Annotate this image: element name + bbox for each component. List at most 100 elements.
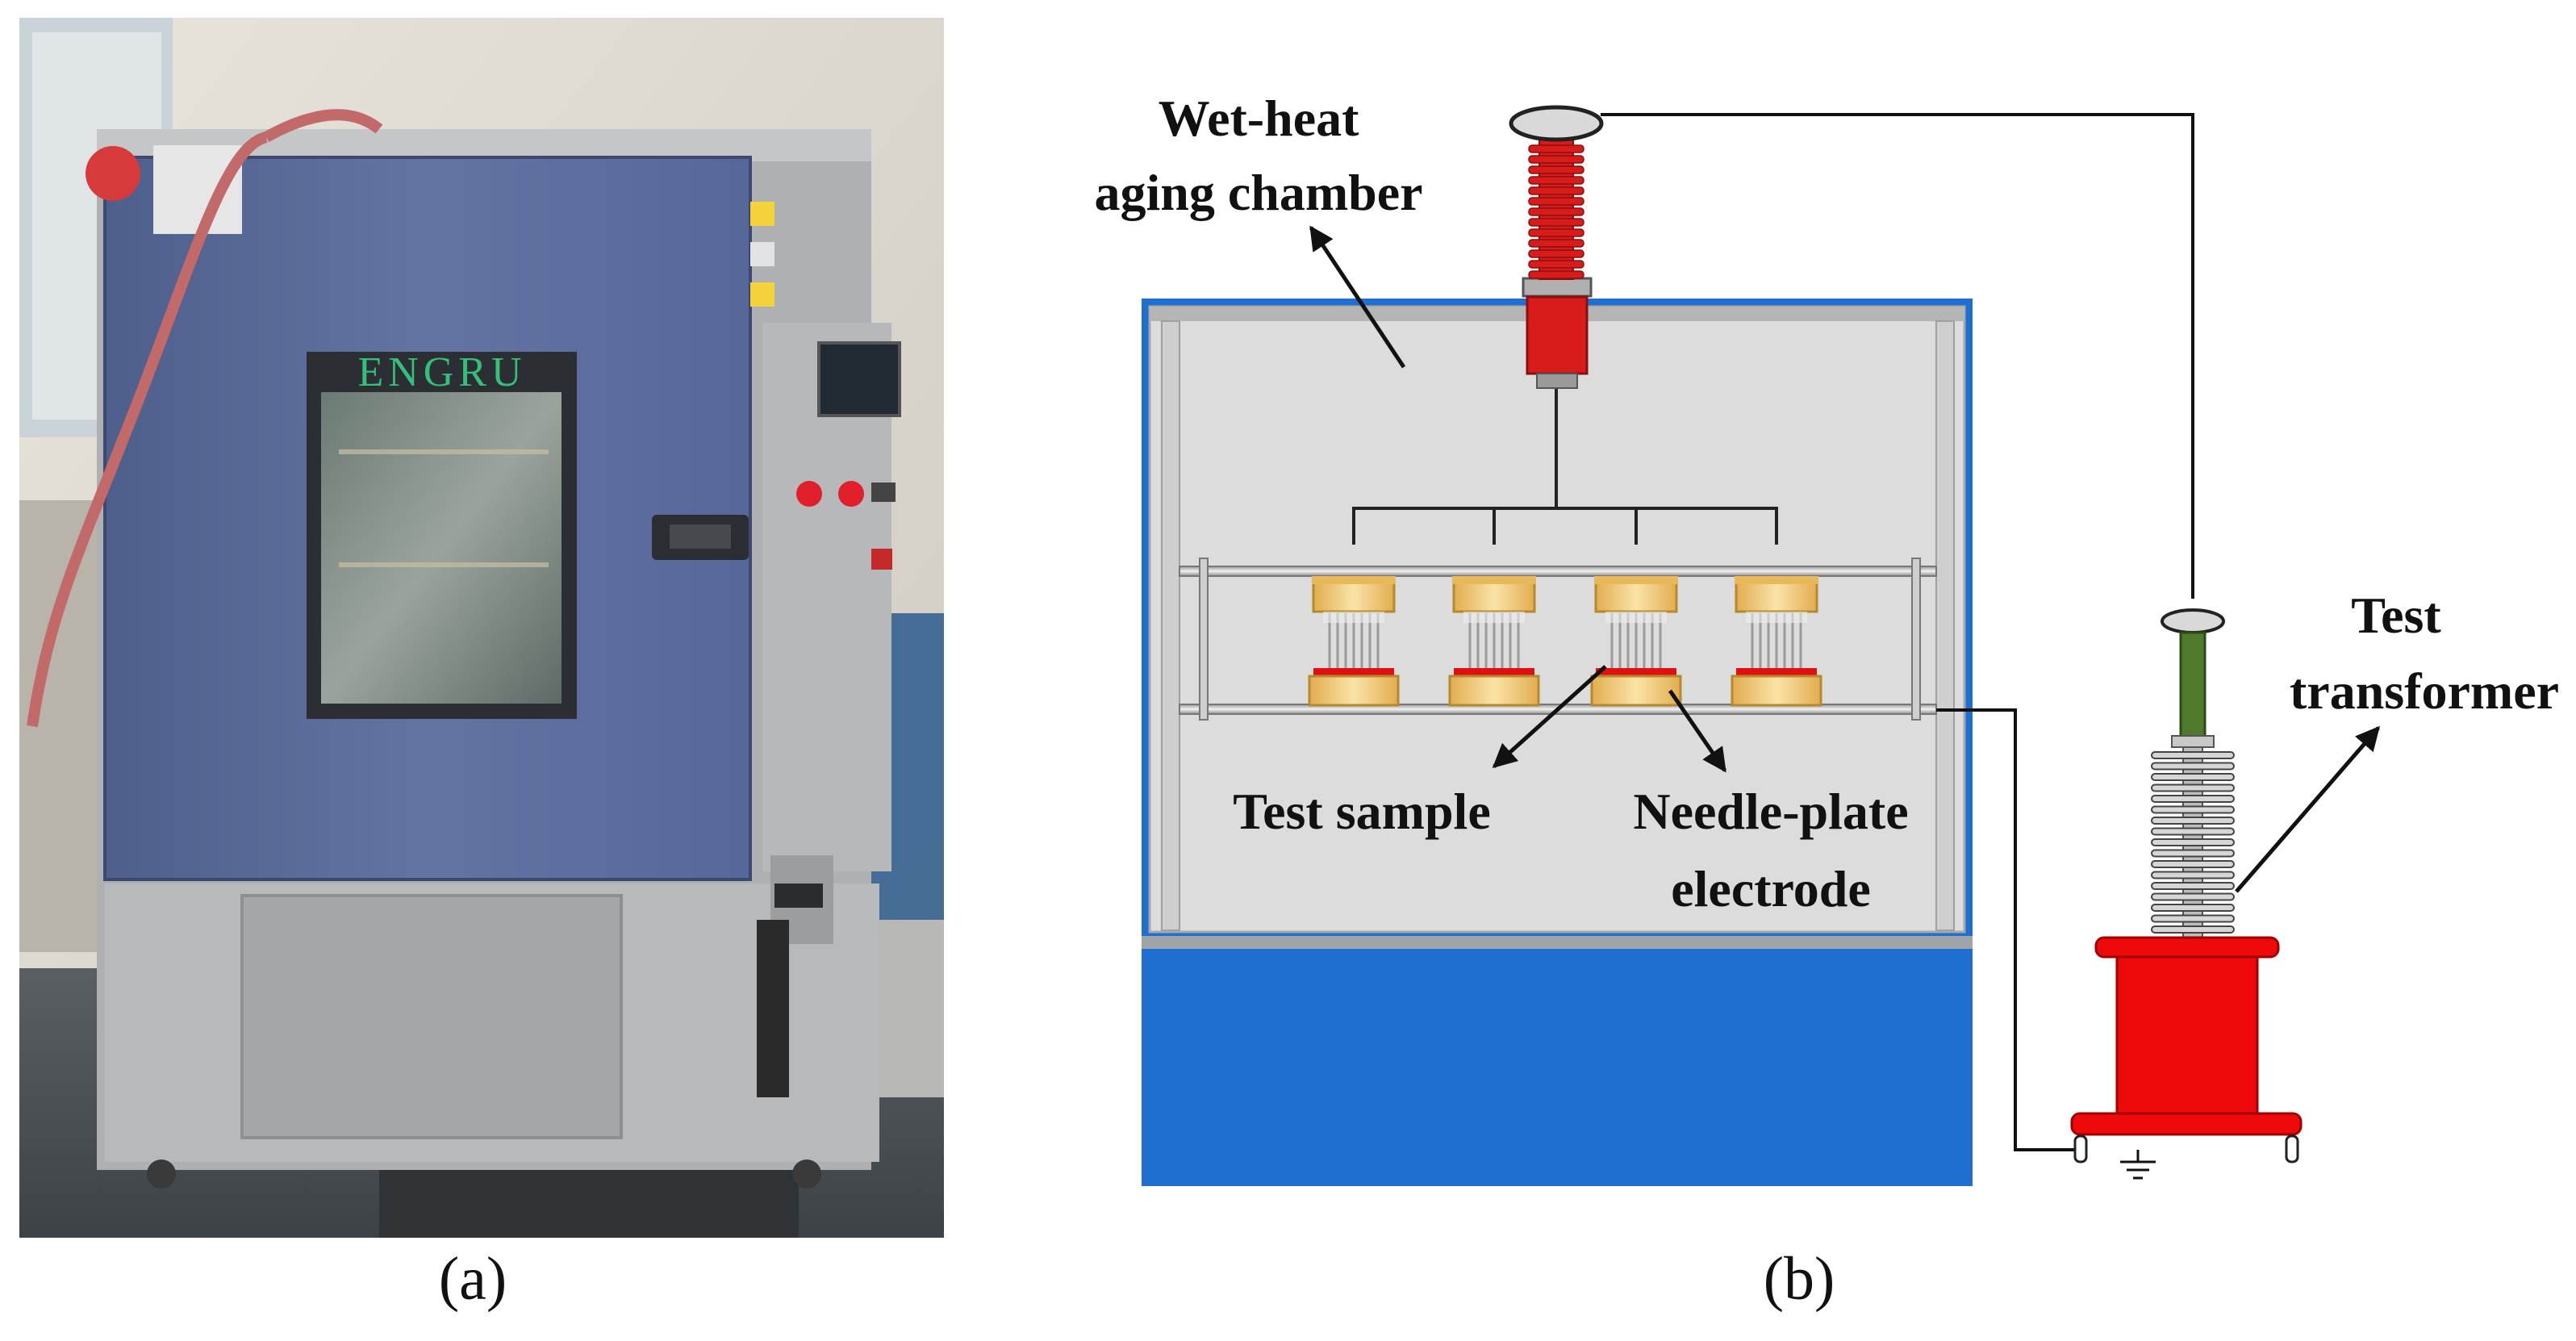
bushing-shed <box>1528 228 1584 237</box>
needle-plate-sample <box>1731 576 1822 707</box>
upper-holder-cap <box>1594 576 1678 584</box>
sticker-label <box>153 145 242 234</box>
transformer-shed <box>2151 860 2235 868</box>
bushing-shed <box>1528 239 1584 248</box>
transformer-shed <box>2151 751 2235 759</box>
arrow-transformer <box>2235 725 2380 893</box>
plate-electrode <box>1731 675 1822 707</box>
arrow-test-sample <box>1492 665 1607 769</box>
bushing-shed <box>1528 176 1584 185</box>
rod-bracket-right <box>1911 558 1921 721</box>
transformer-shed <box>2151 892 2235 901</box>
bushing-shed <box>1528 270 1584 279</box>
bushing-shed <box>1528 197 1584 206</box>
transformer-shed <box>2151 838 2235 846</box>
arrow-electrode <box>1668 689 1727 773</box>
lower-panel <box>240 894 623 1139</box>
bushing-shed <box>1528 155 1584 164</box>
sample-drop-leads <box>1493 508 1638 545</box>
upper-holder-cap <box>1312 576 1396 584</box>
label-electrode-line2: electrode <box>1671 860 1871 917</box>
bushing-lower-body <box>1526 295 1589 375</box>
needle-plate-samples <box>1308 576 1822 707</box>
hv-lead <box>1601 113 2194 599</box>
rod-bracket-left <box>1199 558 1209 721</box>
transformer-shed <box>2151 914 2235 923</box>
upper-electrode-holder <box>1452 578 1536 613</box>
transformer-shed <box>2151 925 2235 934</box>
sticker-logo <box>86 146 140 201</box>
test-sample-layer <box>1596 668 1676 676</box>
test-transformer <box>2070 608 2303 1163</box>
plate-electrode <box>1590 675 1682 707</box>
label-test-sample: Test sample <box>1233 783 1490 840</box>
test-sample-layer <box>1736 668 1817 676</box>
water-gauge <box>757 920 789 1097</box>
ground-symbol-icon <box>2120 1150 2156 1180</box>
test-sample-layer <box>1454 668 1534 676</box>
transformer-top-terminal <box>2161 608 2225 634</box>
emergency-switch <box>871 549 892 570</box>
red-button-right <box>838 481 864 507</box>
bushing-tip <box>1536 373 1578 389</box>
needle-plate-sample <box>1590 576 1682 707</box>
bushing-shed <box>1528 165 1584 174</box>
transformer-shed <box>2151 762 2235 771</box>
upper-holder-cap <box>1735 576 1818 584</box>
test-sample-layer <box>1313 668 1394 676</box>
bushing-shed <box>1528 207 1584 216</box>
caster <box>792 1159 821 1189</box>
label-chamber-line1: Wet-heat <box>1159 90 1360 147</box>
door-window <box>321 392 562 704</box>
bushing-shed <box>1528 218 1584 227</box>
transformer-shed <box>2151 904 2235 912</box>
brand-logo: ENGRU <box>357 349 526 395</box>
arrow-chamber <box>1309 225 1406 369</box>
bushing-collar <box>1522 277 1593 298</box>
needle-plate-sample <box>1448 576 1540 707</box>
transformer-sheds <box>2151 746 2235 938</box>
transformer-foot-right <box>2285 1134 2299 1163</box>
transformer-shed <box>2151 795 2235 803</box>
label-transformer-line2: transformer <box>2290 662 2559 720</box>
plate-electrode <box>1448 675 1540 707</box>
transformer-green-stem <box>2179 631 2207 739</box>
label-electrode-line1: Needle-plate <box>1633 783 1908 840</box>
label-chamber-line2: aging chamber <box>1094 164 1422 221</box>
transformer-shed <box>2151 817 2235 825</box>
transformer-foot-left <box>2073 1134 2088 1163</box>
caption-b: (b) <box>1764 1245 1835 1313</box>
bushing-shed <box>1528 186 1584 195</box>
bushing-sheds <box>1528 136 1584 280</box>
transformer-shed <box>2151 882 2235 890</box>
distribution-bar <box>1352 507 1778 545</box>
chamber-left-post <box>1161 320 1180 931</box>
transformer-shed <box>2151 849 2235 858</box>
transformer-tank <box>2115 955 2259 1115</box>
bushing-shed <box>1528 249 1584 258</box>
ground-lead <box>1936 708 2083 1151</box>
transformer-shed <box>2151 783 2235 792</box>
panel-b-schematic: Wet-heat aging chamber Test transformer … <box>1094 90 2559 1186</box>
bushing-shed <box>1528 260 1584 269</box>
bushing-shed <box>1528 144 1584 153</box>
bushing-top-terminal <box>1509 105 1604 142</box>
transformer-top-flange <box>2094 936 2280 959</box>
plate-electrode <box>1308 675 1400 707</box>
transformer-shed <box>2151 805 2235 814</box>
caption-a: (a) <box>439 1245 507 1313</box>
red-button-left <box>796 481 822 507</box>
upper-support-rod <box>1179 566 1937 577</box>
transformer-shed <box>2151 827 2235 836</box>
touch-screen <box>817 341 901 417</box>
chamber-bottom-rail <box>1142 936 1973 949</box>
transformer-shed <box>2151 773 2235 781</box>
hose <box>27 132 269 727</box>
chamber-right-post <box>1935 320 1955 931</box>
needle-plate-sample <box>1308 576 1400 707</box>
chamber-base <box>1142 944 1973 1186</box>
transformer-shed <box>2151 871 2235 879</box>
upper-electrode-holder <box>1312 578 1396 613</box>
caster <box>147 1159 176 1189</box>
